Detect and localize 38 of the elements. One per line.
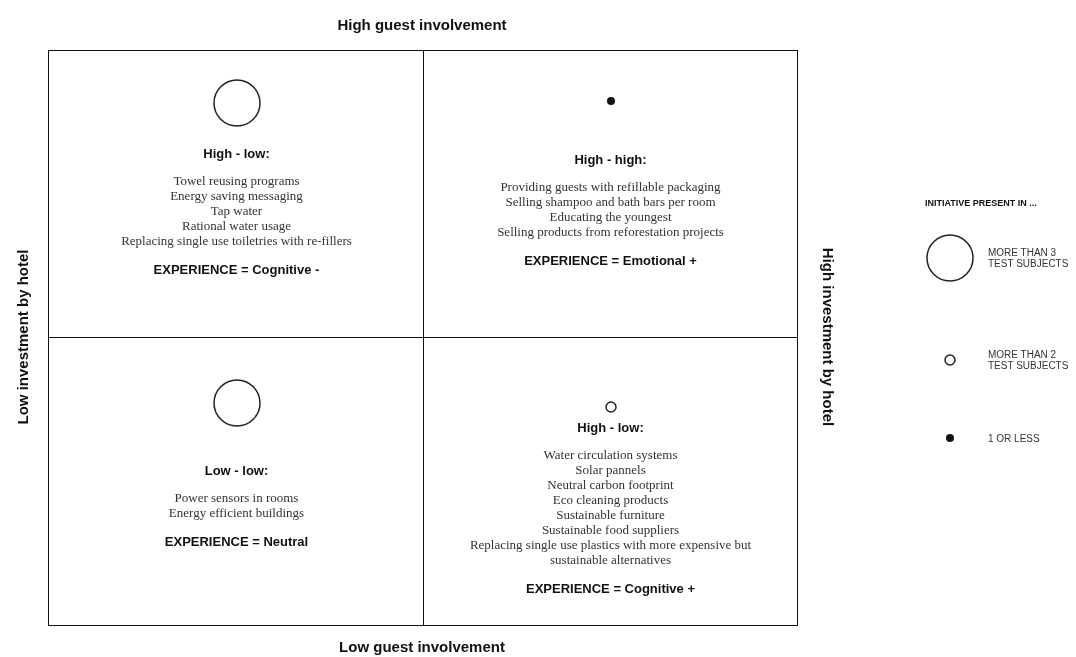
initiative-text: Sustainable furniture [556, 507, 665, 522]
initiative-text: Neutral carbon footprint [547, 477, 674, 492]
quadrant-box [48, 337, 425, 626]
initiative-text: Tap water [210, 203, 263, 218]
initiative-text: Educating the youngest [549, 209, 672, 224]
initiative-text: Energy saving messaging [170, 188, 303, 203]
axis-label: Low investment by hotel [13, 249, 31, 425]
quadrant-heading: High - low: [203, 146, 270, 161]
quadrant-heading: Low - low: [204, 463, 269, 478]
initiative-text: Providing guests with refillable packaging [500, 179, 721, 194]
legend-text: 1 OR LESS [988, 432, 1041, 444]
axis-label: High guest involvement [337, 15, 507, 33]
experience-label: EXPERIENCE = Emotional + [524, 253, 697, 268]
legend-text: MORE THAN 2 TEST SUBJECTS [988, 349, 1070, 371]
legend-text: MORE THAN 3 TEST SUBJECTS [988, 247, 1070, 269]
initiative-text: Replacing single use plastics with more expensive but sustainable alternatives [468, 537, 753, 567]
experience-label: EXPERIENCE = Neutral [164, 534, 309, 549]
quadrant-heading: High - high: [574, 152, 647, 167]
initiative-text: Sustainable food suppliers [541, 522, 680, 537]
legend-title: INITIATIVE PRESENT IN ... [925, 198, 1037, 208]
initiative-text: Towel reusing programs [173, 173, 300, 188]
initiative-text: Energy efficient buildings [168, 505, 305, 520]
quadrant-heading: High - low: [577, 420, 644, 435]
quadrant-box [48, 50, 425, 339]
initiative-text: Replacing single use toiletries with re-fillers [121, 233, 352, 248]
experience-label: EXPERIENCE = Cognitive - [153, 262, 320, 277]
experience-label: EXPERIENCE = Cognitive + [525, 581, 695, 596]
initiative-text: Power sensors in rooms [174, 490, 299, 505]
axis-label: High investment by hotel [819, 247, 837, 427]
initiative-text: Selling products from reforestation projects [497, 224, 724, 239]
initiative-text: Solar pannels [575, 462, 646, 477]
initiative-text: Water circulation systems [543, 447, 678, 462]
quadrant-box [423, 337, 798, 626]
quadrant-box [423, 50, 798, 339]
initiative-text: Rational water usage [182, 218, 291, 233]
initiative-text: Eco cleaning products [552, 492, 669, 507]
axis-label: Low guest involvement [339, 637, 505, 655]
initiative-text: Selling shampoo and bath bars per room [505, 194, 716, 209]
